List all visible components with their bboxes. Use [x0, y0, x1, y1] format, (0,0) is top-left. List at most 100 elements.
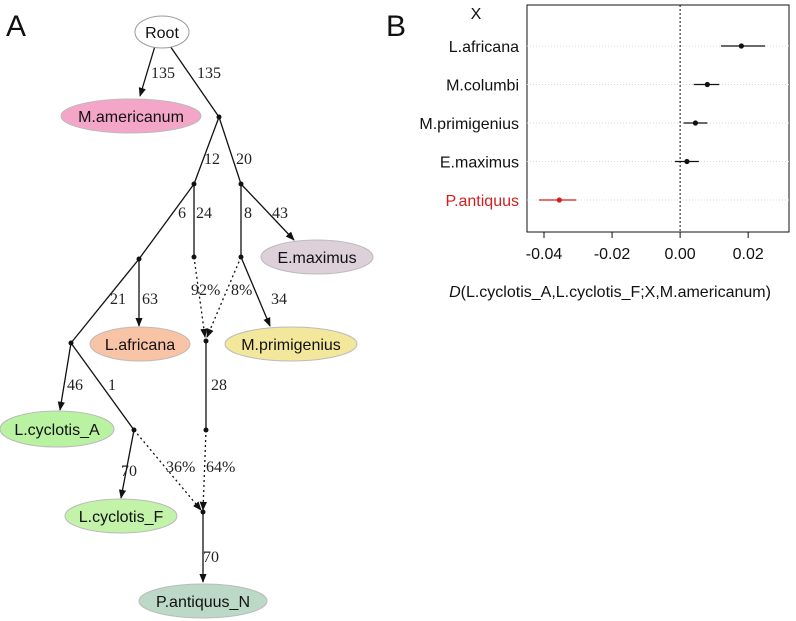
panel-b-label: B [386, 10, 406, 43]
edge-label: 36% [166, 459, 195, 476]
edge-admix2-left [133, 429, 202, 511]
node-e-maximus: E.maximus [260, 239, 374, 275]
edge-labels: 135 135 12 20 6 24 8 43 21 63 92% 8% 34 … [67, 65, 288, 566]
x-axis-title-rest: (L.cyclotis_A,L.cyclotis_F;X,M.americanu… [461, 284, 771, 301]
edge-label: 34 [271, 291, 287, 308]
node-l-cyclotis-f-label: L.cyclotis_F [79, 509, 164, 526]
internal-node [136, 256, 142, 262]
internal-node [238, 181, 244, 187]
node-m-americanum-label: M.americanum [78, 109, 184, 126]
row-label: P.antiquus [445, 193, 519, 210]
node-p-antiquus-n-label: P.antiquus_N [156, 594, 250, 611]
edge-label: 63 [142, 291, 158, 308]
x-axis-title-italic: D [449, 284, 461, 301]
internal-node [216, 114, 222, 120]
node-m-primigenius-label: M.primigenius [241, 337, 341, 354]
plot-gridlines [527, 45, 789, 201]
node-root: Root [134, 15, 190, 49]
row-label: M.columbi [446, 78, 519, 95]
node-l-africana: L.africana [89, 326, 191, 362]
x-tick-label: 0.00 [665, 246, 696, 263]
edge-label: 64% [206, 459, 235, 476]
node-m-americanum: M.americanum [60, 98, 202, 134]
node-p-antiquus-n: P.antiquus_N [138, 583, 268, 619]
edge-admix1-left [193, 256, 208, 338]
node-root-shape [134, 15, 190, 49]
node-m-primigenius: M.primigenius [224, 326, 358, 362]
edge-n1-n3 [218, 116, 242, 185]
row-labels: L.africanaM.columbiM.primigeniusE.maximu… [419, 39, 519, 210]
panel-b: B X L.africanaM.columbiM.primigeniusE.ma… [386, 4, 790, 301]
graph-edges [57, 45, 295, 583]
node-l-cyclotis-a-shape [0, 410, 115, 448]
edge-admix2-right [199, 429, 207, 511]
edge-n7-n8 [70, 342, 135, 431]
edge-label: 70 [203, 549, 219, 566]
edge-label: 21 [110, 291, 126, 308]
internal-node [238, 254, 244, 260]
internal-node [200, 509, 206, 515]
node-l-cyclotis-a: L.cyclotis_A [0, 410, 115, 448]
internal-node [203, 427, 209, 433]
node-root-label: Root [145, 25, 179, 42]
edge-n7-lcyclotisa [57, 342, 72, 411]
row-label: M.primigenius [419, 116, 519, 133]
node-m-primigenius-shape [224, 326, 358, 362]
edge-label: 8% [231, 282, 252, 299]
node-l-africana-shape [89, 326, 191, 362]
edge-label: 135 [151, 65, 175, 82]
data-point [704, 81, 710, 88]
internal-node [68, 340, 74, 346]
internal-node [131, 427, 137, 433]
x-tick-label: 0.02 [733, 246, 764, 263]
internal-nodes [68, 114, 244, 515]
x-tick-label: -0.02 [594, 246, 631, 263]
edge-label: 6 [178, 205, 186, 222]
row-label: L.africana [449, 39, 519, 56]
edge-label: 12 [204, 151, 220, 168]
data-point [684, 158, 690, 165]
data-point [556, 197, 562, 203]
node-e-maximus-shape [260, 239, 374, 275]
data-point [692, 120, 699, 126]
edge-n3-emaximus [240, 183, 295, 241]
edge-root-n1 [169, 45, 220, 118]
x-axis: -0.04 -0.02 0.00 0.02 [526, 232, 764, 263]
edge-label: 70 [121, 463, 137, 480]
row-label: E.maximus [440, 155, 519, 172]
internal-node [191, 181, 197, 187]
edge-root-mamericanum [138, 45, 156, 97]
x-axis-title: D(L.cyclotis_A,L.cyclotis_F;X,M.american… [449, 284, 771, 301]
x-tick-label: -0.04 [526, 246, 563, 263]
panel-a-label: A [6, 10, 26, 43]
node-l-cyclotis-f-shape [64, 498, 178, 534]
edge-label: 8 [244, 205, 252, 222]
edge-n4-n7 [70, 258, 140, 344]
plot-frame [526, 4, 790, 233]
edge-label: 92% [191, 282, 220, 299]
node-e-maximus-label: E.maximus [277, 250, 356, 267]
edge-label: 20 [236, 151, 252, 168]
edge-n1-n2 [193, 116, 220, 185]
node-l-cyclotis-a-label: L.cyclotis_A [14, 422, 100, 439]
edge-label: 43 [272, 205, 288, 222]
node-l-cyclotis-f: L.cyclotis_F [64, 498, 178, 534]
node-p-antiquus-n-shape [138, 583, 268, 619]
edge-n2-n4 [138, 183, 195, 260]
node-l-africana-label: L.africana [105, 337, 175, 354]
data-point [738, 43, 744, 49]
edge-label: 46 [67, 377, 83, 394]
edge-label: 24 [196, 205, 212, 222]
column-header-x: X [471, 6, 482, 23]
edge-n6-mprimigenius [240, 256, 271, 327]
plot-points [538, 43, 766, 203]
edge-label: 28 [211, 377, 227, 394]
edge-n8-lcyclotisf [118, 429, 135, 499]
internal-node [191, 254, 197, 260]
node-m-americanum-shape [60, 98, 202, 134]
panel-a: A [0, 10, 374, 619]
edge-label: 135 [197, 65, 221, 82]
edge-label: 1 [108, 377, 116, 394]
internal-node [203, 338, 209, 344]
